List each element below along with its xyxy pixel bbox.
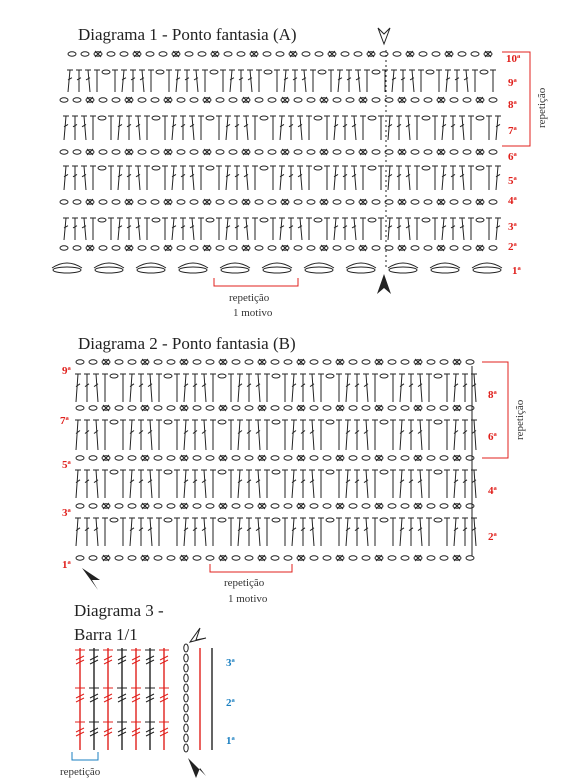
row-label-6: 6ª	[488, 431, 498, 443]
row-label-4: 4ª	[508, 195, 518, 207]
end-arrow-icon	[377, 27, 391, 46]
bar-column	[89, 648, 99, 750]
row-label-3: 3ª	[508, 221, 518, 233]
diagram-2-title: Diagrama 2 - Ponto fantasia (B)	[78, 334, 296, 353]
stitch-row-7	[63, 115, 501, 141]
bar-column	[145, 648, 155, 750]
start-arrow-icon	[188, 758, 206, 778]
diagram-1-stitch-grid	[51, 50, 503, 274]
stitch-row-5	[63, 165, 501, 191]
stitch-row-8	[59, 96, 498, 104]
motif-repeat-label: repetição	[224, 577, 265, 589]
diagram-2-row-labels: 1ª 2ª 3ª 4ª 5ª 6ª 7ª 8ª 9ª	[60, 365, 498, 571]
row-label-5: 5ª	[508, 175, 518, 187]
row-label-8: 8ª	[508, 99, 518, 111]
bar-column	[159, 648, 169, 750]
stitch-row-6	[75, 419, 477, 451]
row-label-9: 9ª	[62, 365, 72, 377]
diagram-3: Diagrama 3 - Barra 1/1 1ª 2ª 3ª repetiçã…	[60, 601, 236, 778]
stitch-row-8	[75, 373, 477, 403]
motif-repeat-bracket	[213, 278, 299, 287]
stitch-row-10	[67, 50, 493, 58]
stitch-row-5	[75, 454, 475, 462]
diagram-3-title-line-1: Diagrama 3 -	[74, 601, 164, 620]
stitch-row-2	[59, 244, 498, 252]
bar-column	[117, 648, 127, 750]
side-repeat-bracket	[502, 51, 531, 147]
side-repeat-bracket	[482, 361, 509, 459]
start-arrow-icon	[377, 274, 391, 294]
row-label-2: 2ª	[488, 531, 498, 543]
row-label-5: 5ª	[62, 459, 72, 471]
stitch-row-1	[75, 554, 475, 562]
motif-repeat-label: repetição	[229, 292, 270, 304]
diagram-2: Diagrama 2 - Ponto fantasia (B) 1ª 2ª 3ª…	[60, 334, 526, 605]
stitch-row-3	[63, 217, 501, 241]
motif-repeat-bracket	[209, 564, 293, 573]
end-arrow-icon	[188, 627, 207, 643]
stitch-row-9	[67, 69, 496, 93]
row-label-7: 7ª	[508, 125, 518, 137]
stitch-row-4	[75, 469, 477, 499]
start-arrow-icon	[82, 568, 100, 590]
diagram-1-title: Diagrama 1 - Ponto fantasia (A)	[78, 25, 297, 44]
row-label-3: 3ª	[62, 507, 72, 519]
stitch-row-6	[59, 148, 498, 156]
stitch-row-3	[75, 502, 475, 510]
motif-count-label: 1 motivo	[233, 307, 273, 319]
row-label-2: 2ª	[508, 241, 518, 253]
row-label-4: 4ª	[488, 485, 498, 497]
stitch-row-9	[75, 358, 475, 366]
repeat-bracket	[71, 752, 99, 761]
diagram-2-stitch-grid	[75, 358, 477, 562]
bar-column	[103, 648, 113, 750]
motif-count-label: 1 motivo	[228, 593, 268, 605]
chain-column	[183, 643, 189, 753]
row-label-1: 1ª	[226, 735, 236, 747]
row-label-2: 2ª	[226, 697, 236, 709]
bar-column	[75, 648, 85, 750]
row-label-8: 8ª	[488, 389, 498, 401]
stitch-row-2	[75, 517, 477, 547]
repeat-label: repetição	[60, 766, 101, 778]
side-repeat-label: repetição	[514, 399, 526, 440]
stitch-row-1	[51, 262, 503, 274]
side-repeat-label: repetição	[536, 87, 548, 128]
row-label-7: 7ª	[60, 415, 70, 427]
diagram-3-title-line-2: Barra 1/1	[74, 625, 138, 644]
bar-column	[131, 648, 141, 750]
stitch-row-7	[75, 404, 475, 412]
row-label-1: 1ª	[512, 265, 522, 277]
row-label-1: 1ª	[62, 559, 72, 571]
row-label-3: 3ª	[226, 657, 236, 669]
diagram-1-row-labels: 1ª 2ª 3ª 4ª 5ª 6ª 7ª 8ª 9ª 10ª	[506, 53, 522, 277]
row-label-9: 9ª	[508, 77, 518, 89]
row-label-10: 10ª	[506, 53, 521, 65]
diagram-1: Diagrama 1 - Ponto fantasia (A) 1ª 2ª 3ª…	[51, 25, 548, 319]
diagram-3-stitch-grid	[75, 643, 213, 753]
stitch-row-4	[59, 198, 498, 206]
row-label-6: 6ª	[508, 151, 518, 163]
